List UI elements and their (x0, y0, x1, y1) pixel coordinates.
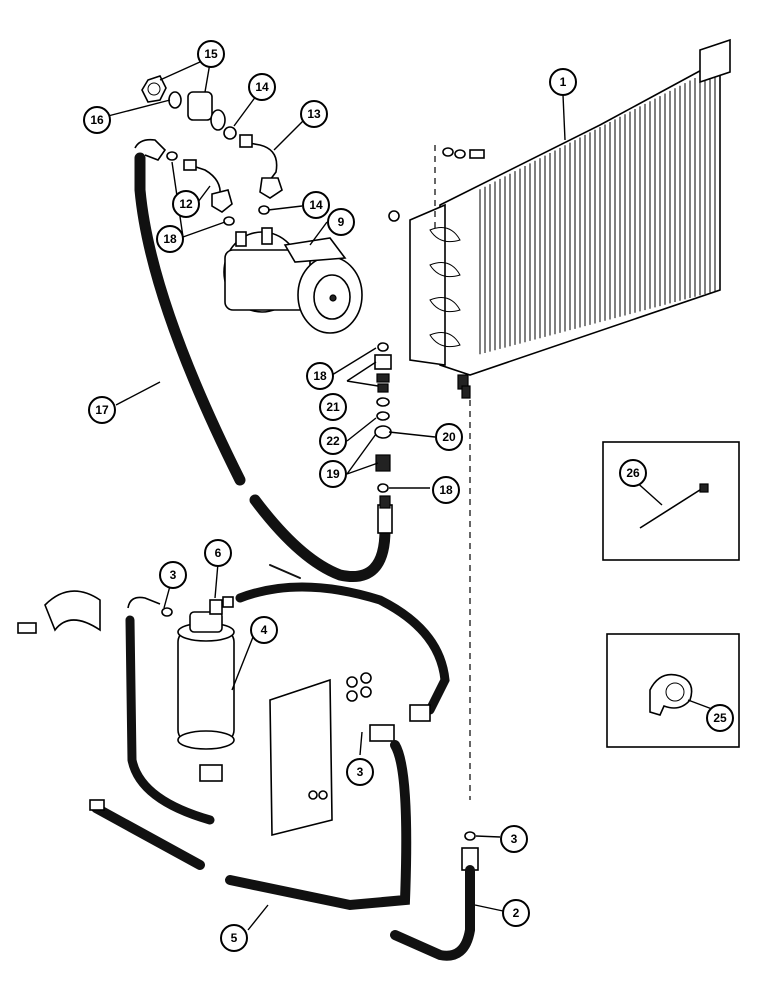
callout-9: 9 (327, 208, 355, 236)
valve-stack (374, 342, 471, 800)
callout-19-label: 19 (326, 467, 340, 481)
callout-14b: 14 (302, 191, 330, 219)
compressor (223, 227, 363, 334)
callout-19: 19 (319, 460, 347, 488)
callout-13: 13 (300, 100, 328, 128)
callout-14b-label: 14 (309, 198, 323, 212)
callout-18c-label: 18 (439, 483, 453, 497)
receiver-drier (177, 596, 235, 750)
callout-26: 26 (619, 459, 647, 487)
callout-18b: 18 (306, 362, 334, 390)
callout-26-label: 26 (626, 466, 640, 480)
callout-2-label: 2 (513, 906, 520, 920)
callout-13-label: 13 (307, 107, 321, 121)
callout-3b-label: 3 (357, 765, 364, 779)
callout-16-label: 16 (90, 113, 104, 127)
hoses-lower (89, 564, 479, 961)
condenser-core (388, 38, 731, 399)
callout-3b: 3 (346, 758, 374, 786)
callout-18a-label: 18 (163, 232, 177, 246)
callout-14a: 14 (248, 73, 276, 101)
callout-15: 15 (197, 40, 225, 68)
callout-25: 25 (706, 704, 734, 732)
callout-20-label: 20 (442, 430, 456, 444)
callout-17: 17 (88, 396, 116, 424)
callout-18c: 18 (432, 476, 460, 504)
callout-5: 5 (220, 924, 248, 952)
top-fittings (141, 75, 283, 226)
callout-1-label: 1 (560, 75, 567, 89)
callout-3a: 3 (159, 561, 187, 589)
callout-15-label: 15 (204, 47, 218, 61)
callout-4: 4 (250, 616, 278, 644)
callout-14a-label: 14 (255, 80, 269, 94)
callout-3c-label: 3 (511, 832, 518, 846)
mounting-bracket (17, 590, 372, 837)
callout-6-label: 6 (215, 546, 222, 560)
callout-21-label: 21 (326, 400, 340, 414)
callout-9-label: 9 (338, 215, 345, 229)
callout-22-label: 22 (326, 434, 340, 448)
inset-tie-strap (602, 441, 740, 561)
callout-16: 16 (83, 106, 111, 134)
callout-18b-label: 18 (313, 369, 327, 383)
callout-20: 20 (435, 423, 463, 451)
callout-17-label: 17 (95, 403, 109, 417)
callout-12: 12 (172, 190, 200, 218)
callout-25-label: 25 (713, 711, 727, 725)
callout-1: 1 (549, 68, 577, 96)
callout-3a-label: 3 (170, 568, 177, 582)
callout-2: 2 (502, 899, 530, 927)
callout-21: 21 (319, 393, 347, 421)
condenser-hardware (388, 147, 485, 222)
callout-4-label: 4 (261, 623, 268, 637)
callout-22: 22 (319, 427, 347, 455)
callout-12-label: 12 (179, 197, 193, 211)
callout-3c: 3 (500, 825, 528, 853)
hose-17 (134, 138, 393, 582)
callout-18a: 18 (156, 225, 184, 253)
callout-5-label: 5 (231, 931, 238, 945)
callout-6: 6 (204, 539, 232, 567)
